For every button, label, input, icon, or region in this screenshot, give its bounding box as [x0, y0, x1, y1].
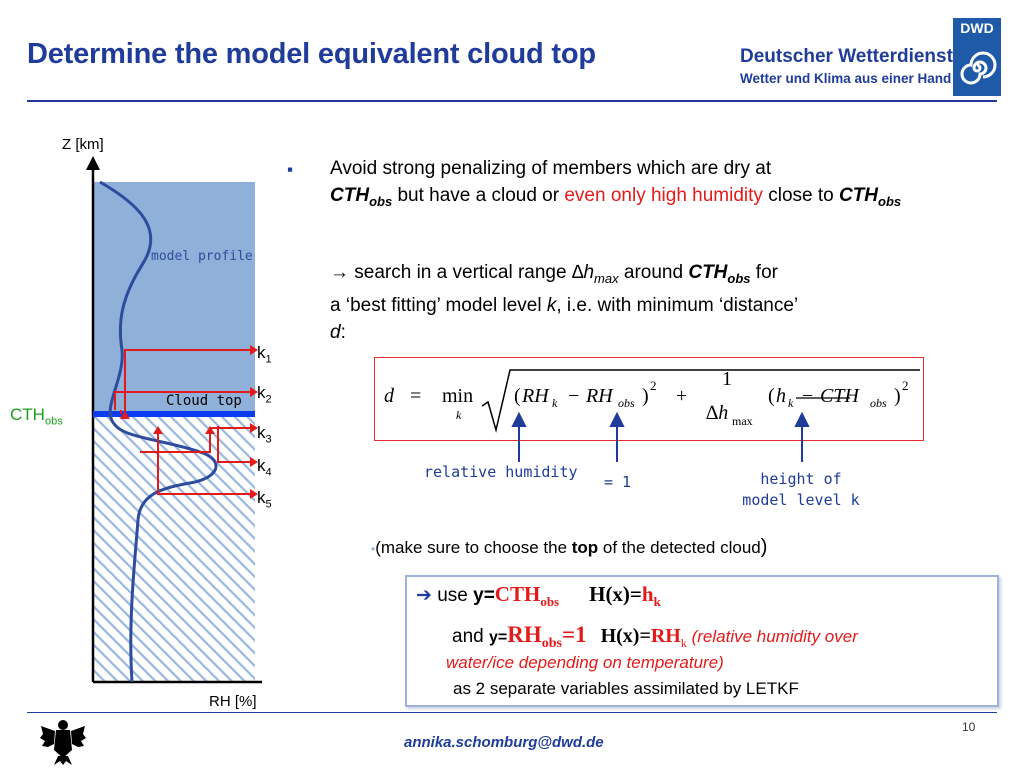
- rh-axis-label: RH [%]: [209, 693, 257, 710]
- spiral-icon: [960, 51, 997, 85]
- cloud-profile-diagram: [86, 156, 262, 684]
- annotation-equals-one: = 1: [604, 473, 632, 491]
- paren-line2: water/ice depending on temperature): [446, 653, 724, 672]
- z-axis-arrow-icon: [86, 156, 100, 170]
- cth-obs-label: CTHobs: [10, 405, 63, 428]
- z-axis-label: Z [km]: [62, 136, 104, 153]
- distance-equation: d = min k ( RH k − RH obs ) 2 + 1 ∆h max…: [384, 368, 924, 438]
- model-profile-curve: [99, 180, 218, 683]
- search-text: → search in a vertical range ∆hmax aroun…: [330, 262, 799, 343]
- annotation-relative-humidity: relative humidity: [424, 463, 578, 481]
- level-k3: k3: [257, 423, 272, 446]
- level-k2: k2: [257, 383, 272, 406]
- level-k1: k1: [257, 343, 272, 366]
- federal-eagle-icon: [40, 720, 86, 765]
- brand-slogan: Wetter und Klima aus einer Hand: [740, 71, 952, 86]
- bullet-marker: ▪: [287, 160, 294, 179]
- annotation-arrows: [511, 411, 810, 462]
- distance-equation-box: [374, 357, 924, 441]
- contact-email[interactable]: annika.schomburg@dwd.de: [404, 734, 604, 751]
- sqrt-sign: [481, 369, 920, 433]
- letkf-line: as 2 separate variables assimilated by L…: [453, 679, 799, 698]
- level-k5: k5: [257, 488, 272, 511]
- cloud-top-note: •(make sure to choose the top of the det…: [371, 536, 768, 558]
- assimilation-box: [405, 575, 999, 707]
- page-number: 10: [962, 720, 976, 734]
- hatched-area: [93, 414, 255, 682]
- model-profile-label: model profile: [151, 249, 253, 264]
- cloud-top-label: Cloud top: [166, 393, 242, 409]
- distance-lines: [114, 349, 255, 495]
- footer-divider: [27, 712, 997, 713]
- slide-title: Determine the model equivalent cloud top: [27, 38, 596, 70]
- bullet-text: Avoid strong penalizing of members which…: [330, 158, 902, 209]
- header-divider: [27, 100, 997, 102]
- dwd-logo: DWD: [953, 18, 1001, 96]
- logo-text: DWD: [960, 20, 994, 36]
- red-arrowheads: [120, 345, 258, 499]
- brand-name: Deutscher Wetterdienst: [740, 46, 953, 67]
- level-k4: k4: [257, 456, 272, 479]
